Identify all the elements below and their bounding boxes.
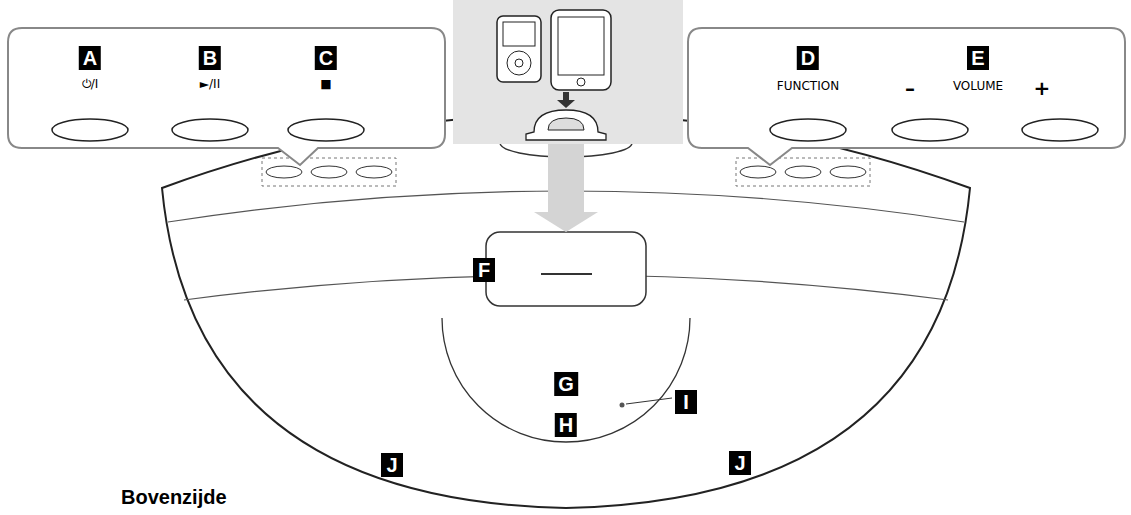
callout-letter: I: [675, 390, 697, 414]
callout-letter: E: [967, 46, 989, 70]
button-caption: ⏻/I: [82, 78, 99, 90]
view-title: Bovenzijde: [121, 487, 227, 507]
callout-letter: G: [554, 372, 578, 396]
callout-letter: J: [729, 451, 751, 475]
button-caption: ►/II: [200, 78, 220, 90]
callout-bubble: D FUNCTION E – VOLUME +: [688, 28, 1125, 148]
callout-letter: D: [797, 46, 819, 70]
callout-letter: F: [473, 258, 495, 282]
callout-letter: C: [315, 46, 337, 70]
bubble-outline: [8, 28, 445, 148]
callout-bubble: A ⏻/I B ►/II C ■: [8, 28, 445, 148]
callout-letter: B: [199, 46, 221, 70]
button-caption: VOLUME: [953, 80, 1003, 92]
callout-letter: A: [79, 46, 101, 70]
callout-letter: J: [381, 453, 403, 477]
callout-letter: H: [555, 413, 577, 437]
button-caption: ■: [320, 78, 331, 90]
button-caption: +: [1034, 78, 1051, 98]
button-caption: –: [905, 78, 915, 98]
button-caption: FUNCTION: [777, 80, 839, 92]
